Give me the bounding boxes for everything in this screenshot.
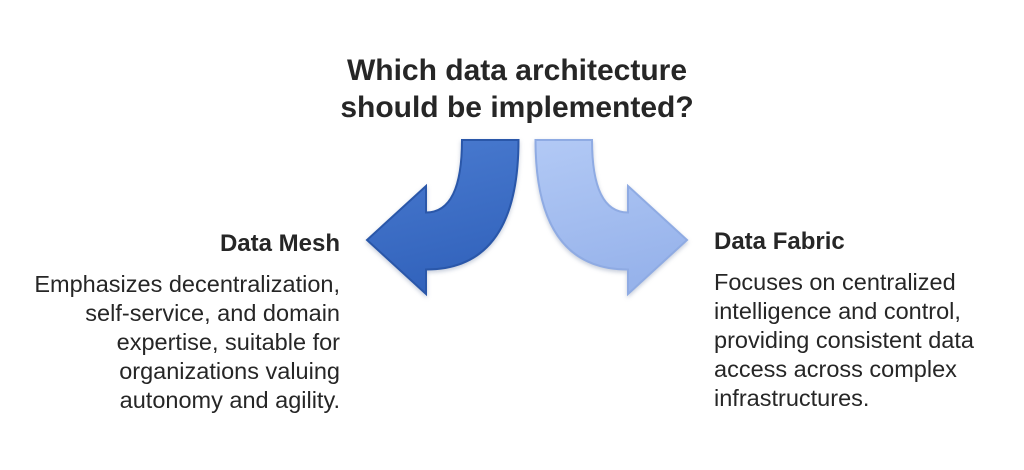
data-mesh-heading: Data Mesh xyxy=(219,230,340,257)
curved-arrow-right-icon xyxy=(534,139,689,297)
data-fabric-description: Focuses on centralized intelligence and … xyxy=(714,269,974,411)
data-fabric-heading: Data Fabric xyxy=(714,228,845,255)
diagram-title: Which data architecture should be implem… xyxy=(340,54,694,124)
curved-arrow-left-icon xyxy=(365,139,520,297)
data-mesh-description: Emphasizes decentralization, self-servic… xyxy=(34,271,340,413)
branch-arrows xyxy=(365,139,689,297)
